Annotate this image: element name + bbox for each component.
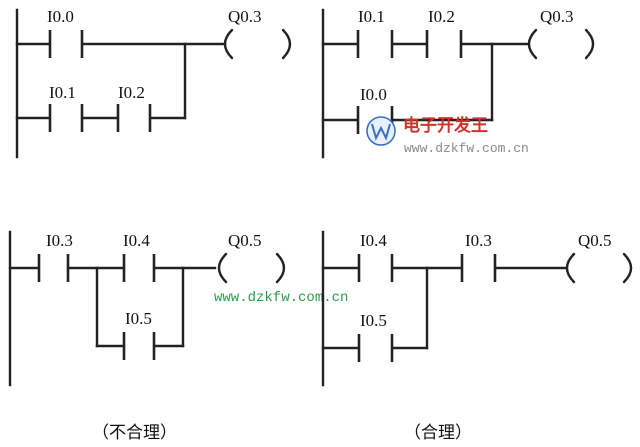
coil-q05-d <box>565 252 576 284</box>
caption-unreasonable: （不合理） <box>92 423 177 443</box>
coil-q05-d-right <box>622 252 633 284</box>
watermark-circle-icon <box>366 116 396 146</box>
label-i04-d: I0.4 <box>360 231 387 250</box>
watermark-logo: 电子开发王 www.dzkfw.com.cn <box>366 115 529 156</box>
label-q03-b: Q0.3 <box>540 7 574 26</box>
label-i00-a: I0.0 <box>47 7 74 26</box>
watermark-w-icon <box>371 123 391 141</box>
label-q05-d: Q0.5 <box>578 231 612 250</box>
coil-q03-a <box>223 28 234 60</box>
label-q05-c: Q0.5 <box>228 231 262 250</box>
label-i05-c: I0.5 <box>125 309 152 328</box>
label-i02-a: I0.2 <box>118 83 145 102</box>
coil-q03-b <box>527 28 538 60</box>
label-i01-b: I0.1 <box>358 7 385 26</box>
label-q03-a: Q0.3 <box>228 7 262 26</box>
watermark-url: www.dzkfw.com.cn <box>214 290 348 306</box>
ladder-d: I0.4 I0.3 Q0.5 I0.5 <box>321 230 633 387</box>
label-i04-c: I0.4 <box>123 231 150 250</box>
label-i03-c: I0.3 <box>46 231 73 250</box>
label-i03-d: I0.3 <box>465 231 492 250</box>
caption-reasonable: （合理） <box>404 423 472 443</box>
label-i00-b: I0.0 <box>360 85 387 104</box>
label-i05-d: I0.5 <box>360 311 387 330</box>
coil-q05-c <box>217 252 228 284</box>
watermark-url-top: www.dzkfw.com.cn <box>404 141 529 156</box>
ladder-c: I0.3 I0.4 Q0.5 I0.5 <box>8 230 286 387</box>
ladder-b: I0.1 I0.2 Q0.3 I0.0 <box>321 7 595 159</box>
watermark-title: 电子开发王 <box>403 115 488 136</box>
label-i02-b: I0.2 <box>428 7 455 26</box>
label-i01-a: I0.1 <box>49 83 76 102</box>
ladder-a: I0.0 I0.1 I0.2 Q0.3 <box>15 7 292 159</box>
